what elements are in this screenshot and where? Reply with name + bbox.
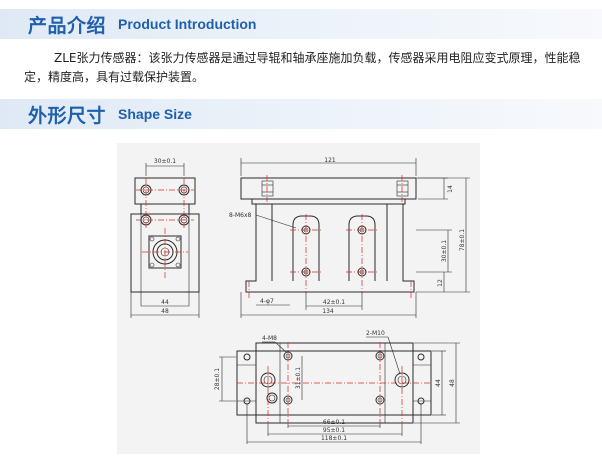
dim-78: 78±0.1 [459,229,466,251]
dim-48-plan: 48 [449,379,456,387]
intro-text: ZLE张力传感器：该张力传感器是通过导辊和轴承座施加负载，传感器采用电阻应变式原… [24,51,581,84]
plan-view [219,336,460,444]
dim-4-phi7: 4-φ7 [260,298,274,305]
dim-44: 44 [161,299,169,306]
dim-30: 30±0.1 [154,158,176,165]
dim-121: 121 [324,157,336,164]
intro-section-header: 产品介绍 Product Introduction [0,9,602,39]
shape-section-header: 外形尺寸 Shape Size [0,99,602,129]
dim-95: 95±0.1 [323,427,345,434]
dim-12: 12 [437,279,444,287]
dim-134: 134 [322,308,334,315]
dim-8-m6x8: 8-M6x8 [229,212,252,219]
front-view [240,158,470,318]
dimension-drawing: .ln { stroke: #2b2b2b; stroke-width: 1; … [117,143,480,454]
left-end-view [130,163,200,318]
dim-4-m8: 4-M8 [262,335,277,342]
dim-14: 14 [447,185,454,193]
dim-2-m10: 2-M10 [366,330,385,337]
shape-title-cn: 外形尺寸 [28,104,107,127]
intro-title-cn: 产品介绍 [28,14,107,37]
dim-44-plan: 44 [435,379,442,387]
dim-30-vertical: 30±0.1 [441,240,448,262]
intro-title-en: Product Introduction [118,16,257,32]
dim-66: 66±0.1 [323,419,345,426]
shape-title-en: Shape Size [118,106,192,122]
dim-48: 48 [161,308,169,315]
dim-28: 28±0.1 [214,368,221,390]
dim-31: 31±0.1 [295,367,302,389]
dim-42: 42±0.1 [323,299,345,306]
dim-118: 118±0.1 [321,435,347,442]
dimension-drawing-svg: .ln { stroke: #2b2b2b; stroke-width: 1; … [130,157,470,444]
